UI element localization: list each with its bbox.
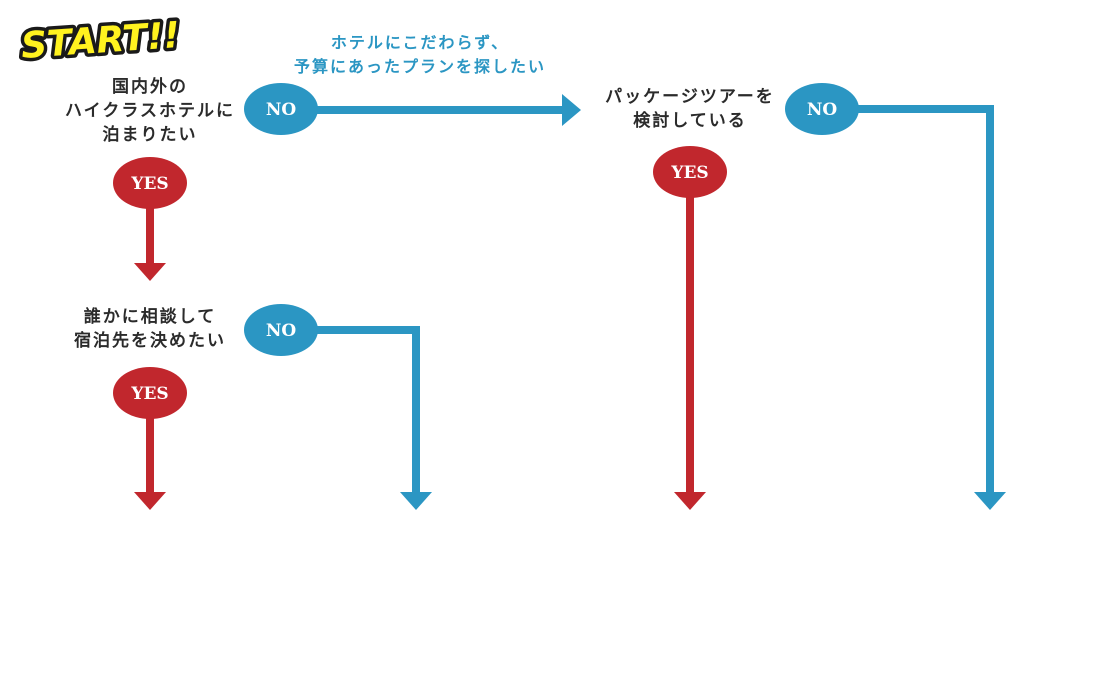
question-1-line-2: ハイクラスホテルに xyxy=(65,101,235,121)
arrow-q1-yes xyxy=(134,200,166,281)
arrow-q2-no xyxy=(840,105,1006,510)
start-logo-text: START!! xyxy=(20,15,182,67)
yes-label-q2: YES xyxy=(670,163,708,183)
yes-button-q1: YES xyxy=(113,157,187,209)
question-3-line-1: 誰かに相談して xyxy=(84,306,217,327)
no-label-q1: NO xyxy=(266,100,297,120)
arrow-q1-no xyxy=(300,94,581,126)
no-label-q2: NO xyxy=(807,100,838,120)
arrow-q3-no xyxy=(300,326,432,510)
question-1-line-3: 泊まりたい xyxy=(103,125,198,145)
no-note-line-1: ホテルにこだわらず、 xyxy=(331,33,509,52)
yes-label-q3: YES xyxy=(130,384,168,404)
yes-label-q1: YES xyxy=(130,174,168,194)
question-2-line-2: 検討している xyxy=(633,110,747,131)
start-logo: START!! START!! xyxy=(16,11,185,70)
arrow-q2-yes xyxy=(674,190,706,510)
no-note-line-2: 予算にあったプランを探したい xyxy=(294,57,546,76)
question-2-line-1: パッケージツアーを xyxy=(605,87,775,107)
yes-button-q3: YES xyxy=(113,367,187,419)
question-2: パッケージツアーを 検討している xyxy=(605,87,775,131)
no-button-q3: NO xyxy=(244,304,318,356)
question-1: 国内外の ハイクラスホテルに 泊まりたい xyxy=(65,76,235,145)
question-3: 誰かに相談して 宿泊先を決めたい xyxy=(74,306,226,351)
no-button-q2: NO xyxy=(785,83,859,135)
arrow-q3-yes xyxy=(134,410,166,510)
question-3-line-2: 宿泊先を決めたい xyxy=(74,330,226,351)
no-button-q1: NO xyxy=(244,83,318,135)
no-note: ホテルにこだわらず、 予算にあったプランを探したい xyxy=(294,33,546,76)
no-label-q3: NO xyxy=(266,321,297,341)
question-1-line-1: 国内外の xyxy=(112,76,188,97)
yes-button-q2: YES xyxy=(653,146,727,198)
